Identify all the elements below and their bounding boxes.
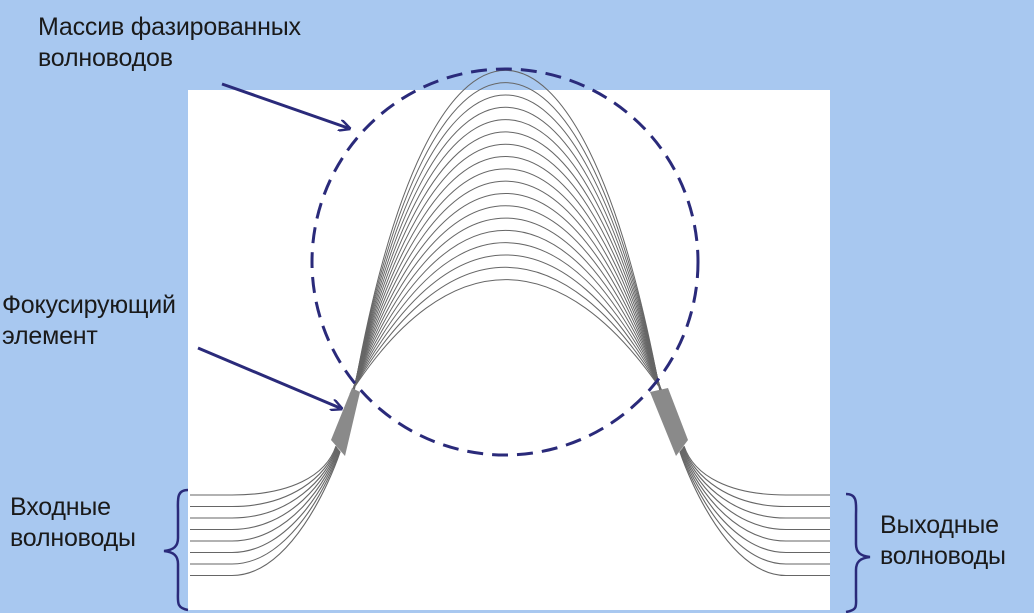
phased-array-label-line2: волноводов xyxy=(38,44,173,72)
input-waveguide xyxy=(190,446,338,508)
input-waveguide xyxy=(190,447,338,519)
input-waveguide xyxy=(190,449,340,554)
focusing-element-arrow xyxy=(197,346,340,408)
output-waveguides-group xyxy=(679,445,830,577)
phased-array-dashed-circle xyxy=(310,67,700,457)
focusing-element-label-line2: элемент xyxy=(2,322,98,350)
array-waveguide xyxy=(352,131,662,393)
array-waveguide xyxy=(350,217,664,394)
input-waveguides-label-line1: Входные xyxy=(10,493,111,521)
array-waveguide xyxy=(351,156,663,393)
output-waveguides-label-line2: волноводы xyxy=(880,542,1006,570)
diagram-panel xyxy=(188,90,830,610)
input-waveguides-label: Входные волноводы xyxy=(10,492,136,554)
focusing-element-label-line1: Фокусирующий xyxy=(2,291,176,319)
array-waveguide xyxy=(351,180,663,394)
output-waveguide xyxy=(681,448,830,531)
output-waveguides-label: Выходные волноводы xyxy=(880,510,1006,572)
output-waveguide xyxy=(679,450,830,565)
array-waveguide xyxy=(349,279,665,395)
array-waveguide xyxy=(352,107,662,393)
array-waveguide xyxy=(353,82,661,393)
focusing-element-left xyxy=(331,388,360,456)
input-waveguides-label-line2: волноводы xyxy=(10,524,136,552)
output-waveguide xyxy=(682,446,830,508)
input-waveguide xyxy=(190,451,341,577)
output-waveguides-brace xyxy=(845,492,871,613)
output-waveguide xyxy=(679,451,830,577)
array-waveguide xyxy=(350,254,664,395)
focusing-element-right xyxy=(650,388,688,456)
array-waveguide xyxy=(350,242,664,394)
array-waveguide xyxy=(349,267,665,395)
array-waveguide xyxy=(350,205,664,394)
array-waveguide xyxy=(353,94,661,393)
phased-array-label: Массив фазированных волноводов xyxy=(38,12,301,74)
input-waveguides-group xyxy=(190,445,341,577)
array-waveguide xyxy=(350,230,664,394)
input-waveguide xyxy=(190,450,341,565)
input-waveguide xyxy=(190,448,339,531)
input-waveguide xyxy=(190,445,337,496)
phased-array-arrow xyxy=(221,82,348,128)
focusing-element-label: Фокусирующий элемент xyxy=(2,290,176,352)
phased-array-label-line1: Массив фазированных xyxy=(38,13,301,41)
output-waveguide xyxy=(683,445,830,496)
array-waveguide xyxy=(351,168,663,394)
array-waveguide xyxy=(352,144,662,393)
array-waveguide xyxy=(351,193,663,394)
input-waveguide xyxy=(190,449,339,542)
output-waveguide xyxy=(681,449,830,542)
output-waveguide xyxy=(682,447,830,519)
output-waveguide xyxy=(680,449,830,554)
phased-array-waveguides xyxy=(349,69,665,395)
output-waveguides-label-line1: Выходные xyxy=(880,511,999,539)
array-waveguide xyxy=(352,119,662,393)
input-waveguides-brace xyxy=(163,488,189,612)
